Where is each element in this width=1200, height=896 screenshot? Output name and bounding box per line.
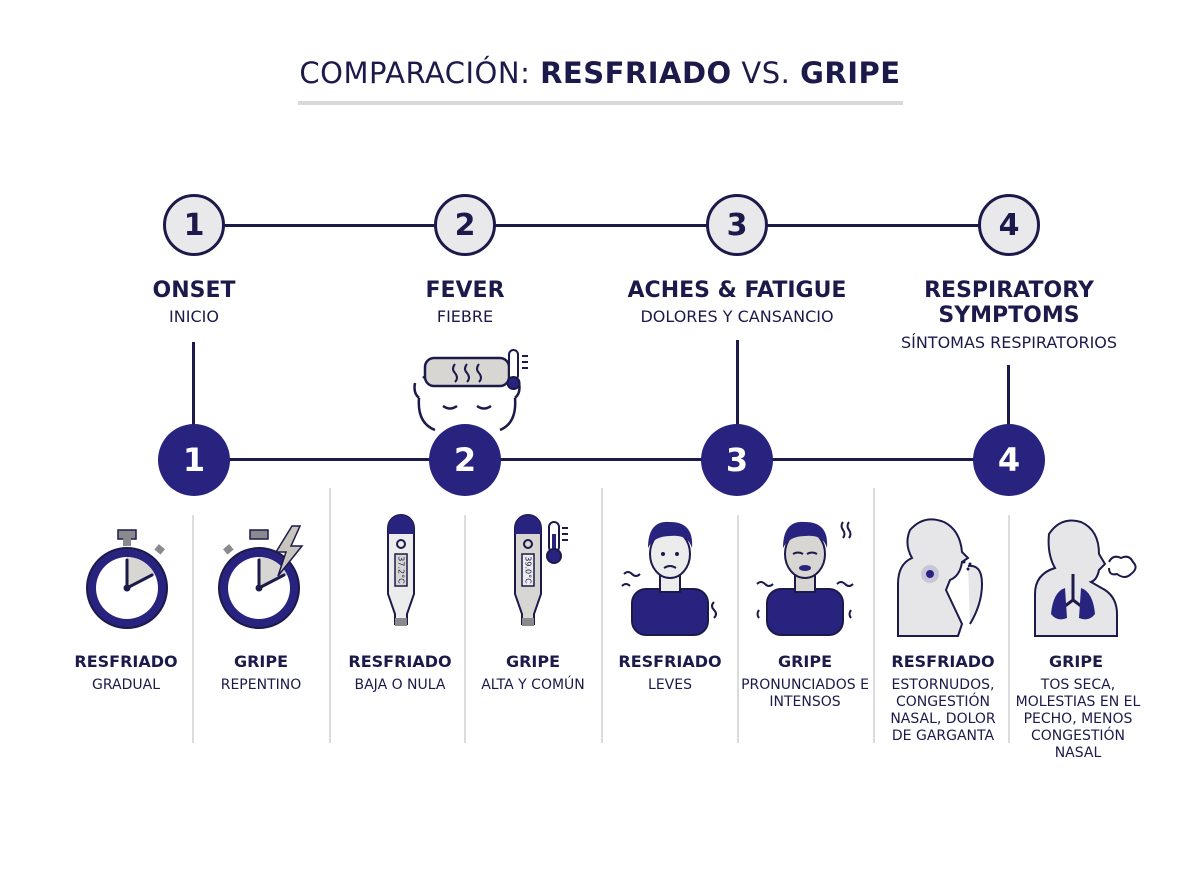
divider bbox=[1008, 515, 1010, 743]
fever-cold-desc: BAJA O NULA bbox=[354, 677, 446, 693]
onset-flu-label: GRIPE bbox=[233, 652, 289, 671]
sneezing-person-icon bbox=[897, 518, 984, 637]
fever-flu-label: GRIPE bbox=[505, 652, 561, 671]
aches-cold-label: RESFRIADO bbox=[618, 652, 722, 671]
stage-subtitle-respiratory: SÍNTOMAS RESPIRATORIOS bbox=[900, 333, 1118, 352]
aches-flu-desc: PRONUNCIADOS E INTENSOS bbox=[741, 677, 869, 710]
aches-flu-label: GRIPE bbox=[777, 652, 833, 671]
thermometer-reading: 37.2°C bbox=[397, 556, 406, 584]
onset-cold-label: RESFRIADO bbox=[74, 652, 178, 671]
stopwatch-icon bbox=[86, 529, 168, 629]
aches-cold-desc: LEVES bbox=[648, 677, 692, 693]
title-cold: RESFRIADO bbox=[540, 56, 732, 90]
thermometer-reading: 39.0°C bbox=[524, 556, 533, 584]
fever-flu-desc: ALTA Y COMÚN bbox=[481, 677, 585, 693]
title-vs: VS. bbox=[731, 56, 801, 90]
bottom-timeline-line bbox=[194, 458, 1009, 461]
onset-cold-desc: GRADUAL bbox=[92, 677, 160, 693]
top-timeline-line bbox=[194, 224, 1009, 227]
respiratory-flu-desc: TOS SECA, MOLESTIAS EN EL PECHO, MENOS C… bbox=[1015, 677, 1141, 761]
divider bbox=[192, 515, 194, 743]
divider bbox=[329, 488, 331, 743]
top-step-3: 3 bbox=[706, 194, 768, 256]
respiratory-cold-label: RESFRIADO bbox=[891, 652, 995, 671]
stage-title-respiratory: RESPIRATORY SYMPTOMS bbox=[924, 278, 1094, 328]
stage-subtitle-aches: DOLORES Y CANSANCIO bbox=[640, 307, 834, 326]
bottom-step-1: 1 bbox=[158, 424, 230, 496]
onset-flu-desc: REPENTINO bbox=[220, 677, 302, 693]
thermometer-icon: 37.2°C bbox=[387, 514, 415, 626]
stopwatch-lightning-icon bbox=[218, 525, 304, 629]
thermometer-high-icon: 39.0°C bbox=[514, 514, 568, 626]
title-prefix: COMPARACIÓN: bbox=[299, 56, 541, 90]
bottom-step-2: 2 bbox=[429, 424, 501, 496]
mild-ache-person-icon bbox=[621, 521, 717, 636]
bottom-step-4: 4 bbox=[973, 424, 1045, 496]
intense-ache-person-icon bbox=[756, 521, 854, 636]
page-title: COMPARACIÓN: RESFRIADO VS. GRIPE bbox=[0, 56, 1200, 90]
title-flu: GRIPE bbox=[800, 56, 901, 90]
top-step-2: 2 bbox=[434, 194, 496, 256]
stage-title-aches: ACHES & FATIGUE bbox=[627, 278, 847, 303]
stage-subtitle-fever: FIEBRE bbox=[436, 307, 494, 326]
fever-cold-label: RESFRIADO bbox=[348, 652, 452, 671]
respiratory-flu-label: GRIPE bbox=[1048, 652, 1104, 671]
title-underline bbox=[298, 101, 903, 105]
stage-title-onset: ONSET bbox=[152, 278, 236, 303]
respiratory-cold-desc: ESTORNUDOS, CONGESTIÓN NASAL, DOLOR DE G… bbox=[890, 677, 996, 744]
stage-subtitle-onset: INICIO bbox=[169, 307, 219, 326]
top-step-1: 1 bbox=[163, 194, 225, 256]
feverish-face-icon bbox=[413, 349, 528, 432]
divider bbox=[873, 488, 875, 743]
stage-title-fever: FEVER bbox=[425, 278, 505, 303]
connector-1 bbox=[192, 342, 195, 427]
divider bbox=[601, 488, 603, 743]
connector-3 bbox=[736, 340, 739, 427]
top-step-4: 4 bbox=[978, 194, 1040, 256]
connector-4 bbox=[1007, 365, 1010, 427]
divider bbox=[464, 515, 466, 743]
bottom-step-3: 3 bbox=[701, 424, 773, 496]
coughing-lungs-icon bbox=[1034, 519, 1137, 637]
divider bbox=[737, 515, 739, 743]
